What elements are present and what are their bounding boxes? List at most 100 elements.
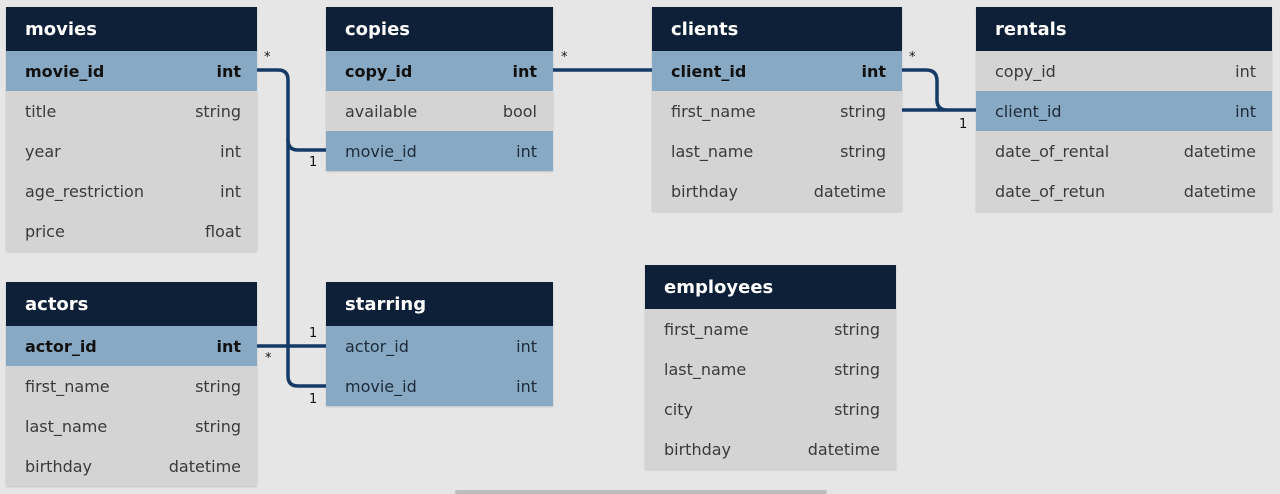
card-starring-actor-one: 1 [309,326,317,341]
column-name: city [664,399,693,419]
column-name: birthday [671,181,739,201]
column-name: age_restriction [25,181,144,201]
rel-movies-copies [256,68,328,152]
column-name: last_name [25,416,108,436]
table-row[interactable]: year int [6,131,257,171]
column-type: int [861,61,886,81]
card-copies-one: 1 [309,155,317,170]
table-title: actors [6,282,257,326]
card-copies-many: * [561,50,568,65]
column-name: title [25,101,57,121]
table-row[interactable]: last_name string [652,131,902,171]
column-type: datetime [168,456,241,476]
column-type: int [1235,61,1256,81]
table-row[interactable]: birthday datetime [6,446,257,486]
table-row[interactable]: first_name string [645,309,896,349]
table-row[interactable]: birthday datetime [652,171,902,211]
table-row[interactable]: age_restriction int [6,171,257,211]
column-name: birthday [25,456,93,476]
column-name: year [25,141,61,161]
table-row[interactable]: title string [6,91,257,131]
table-row[interactable]: client_id int [976,91,1272,131]
column-type: datetime [807,439,880,459]
column-type: int [1235,101,1256,121]
column-name: price [25,221,65,241]
card-rentals-one: 1 [959,117,967,132]
column-type: string [840,141,886,161]
table-title: starring [326,282,553,326]
column-type: string [195,376,241,396]
table-row[interactable]: movie_id int [326,131,553,171]
table-title: clients [652,7,902,51]
column-type: datetime [1183,141,1256,161]
column-name: copy_id [995,61,1056,81]
column-name: first_name [25,376,110,396]
column-name: actor_id [345,336,409,356]
column-name: movie_id [345,376,417,396]
table-row[interactable]: actor_id int [326,326,553,366]
column-name: client_id [995,101,1062,121]
table-row[interactable]: copy_id int [326,51,553,91]
column-type: int [216,61,241,81]
rel-clients-rentals [900,68,978,112]
card-actors-many: * [265,351,272,366]
column-type: int [220,181,241,201]
table-row[interactable]: last_name string [645,349,896,389]
horizontal-scrollbar[interactable] [455,490,827,494]
table-row[interactable]: copy_id int [976,51,1272,91]
table-title: copies [326,7,553,51]
column-name: first_name [671,101,756,121]
table-title: rentals [976,7,1272,51]
column-type: string [834,399,880,419]
table-row[interactable]: available bool [326,91,553,131]
table-row[interactable]: first_name string [652,91,902,131]
column-name: client_id [671,61,747,81]
column-type: int [516,376,537,396]
card-movies-many: * [264,50,271,65]
column-type: int [512,61,537,81]
column-name: available [345,101,418,121]
table-title: employees [645,265,896,309]
table-row[interactable]: first_name string [6,366,257,406]
column-type: int [516,336,537,356]
column-name: first_name [664,319,749,339]
table-row[interactable]: client_id int [652,51,902,91]
table-row[interactable]: price float [6,211,257,251]
table-row[interactable]: movie_id int [326,366,553,406]
column-type: string [834,319,880,339]
table-row[interactable]: date_of_rental datetime [976,131,1272,171]
column-name: movie_id [345,141,417,161]
column-type: string [840,101,886,121]
card-starring-movie-one: 1 [309,392,317,407]
column-type: int [516,141,537,161]
column-type: datetime [813,181,886,201]
table-row[interactable]: birthday datetime [645,429,896,469]
column-name: birthday [664,439,732,459]
column-type: int [220,141,241,161]
column-name: copy_id [345,61,413,81]
column-name: date_of_retun [995,181,1106,201]
table-row[interactable]: city string [645,389,896,429]
column-type: string [834,359,880,379]
card-clients-many: * [909,50,916,65]
column-name: last_name [664,359,747,379]
column-type: int [216,336,241,356]
column-type: float [205,221,241,241]
column-type: bool [502,101,537,121]
column-name: last_name [671,141,754,161]
column-type: string [195,101,241,121]
table-title: movies [6,7,257,51]
rel-movies-starring [286,138,328,388]
column-name: date_of_rental [995,141,1110,161]
